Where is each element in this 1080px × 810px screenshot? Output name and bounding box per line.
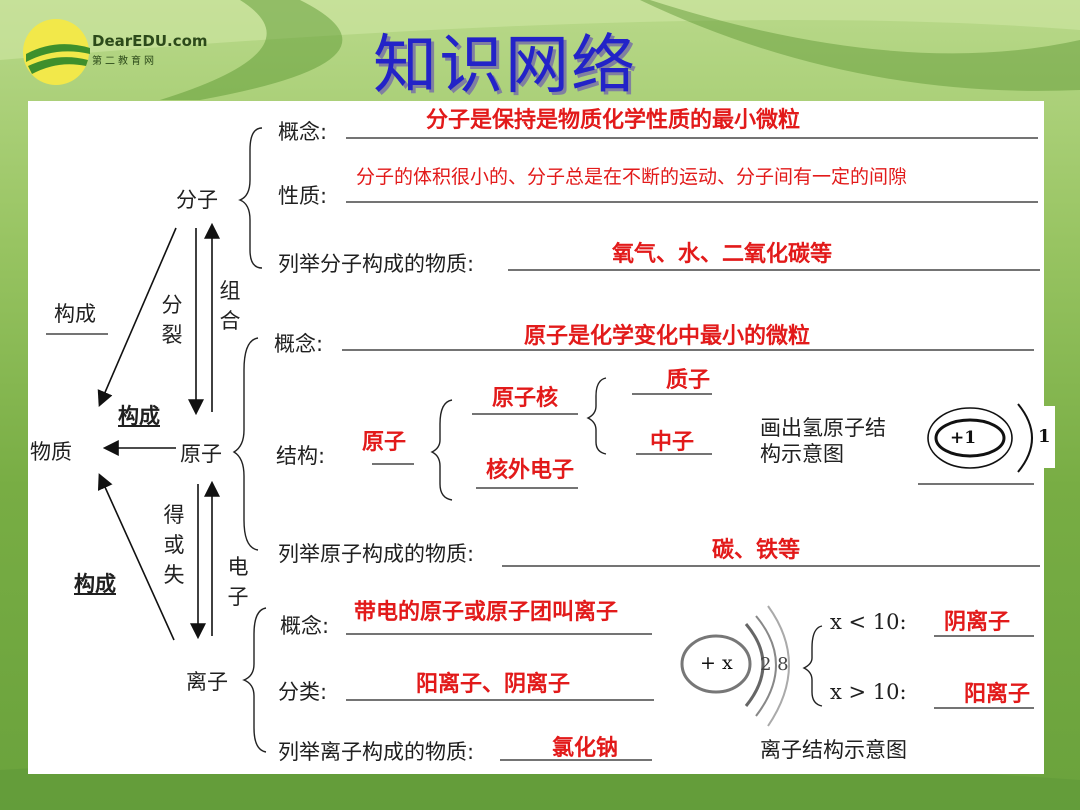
- hydrogen-shell-label: 1: [1038, 426, 1051, 447]
- substance-label: 物质: [30, 440, 72, 464]
- page-title: 知识网络: [373, 29, 637, 103]
- molecule-concept-answer: 分子是保持是物质化学性质的最小微粒: [426, 108, 801, 133]
- hydrogen-hint-line2: 构示意图: [760, 442, 844, 466]
- ion-class-label: 分类:: [278, 680, 328, 704]
- ion-nucleus-label: + x: [700, 652, 733, 674]
- ion-cond-greater: x > 10:: [830, 680, 907, 704]
- ion-class-answer: 阳离子、阴离子: [416, 672, 571, 697]
- compose-label-middle: 构成: [118, 404, 160, 428]
- gain-lose-label: 得或失: [163, 503, 185, 587]
- molecule-concept-label: 概念:: [278, 120, 328, 144]
- atom-concept-label: 概念:: [274, 332, 324, 356]
- ion-concept-answer: 带电的原子或原子团叫离子: [354, 600, 619, 625]
- ion-cond-less: x < 10:: [830, 610, 907, 634]
- atom-structure-answer: 原子: [362, 430, 407, 455]
- ion-cond-less-answer: 阴离子: [944, 610, 1011, 635]
- ion-shells-label: 2 8: [760, 654, 789, 675]
- molecule-property-label: 性质:: [278, 184, 328, 208]
- hydrogen-nucleus-label: +1: [950, 428, 977, 448]
- ion-concept-label: 概念:: [280, 614, 330, 638]
- logo-subtitle: 第二教育网: [92, 56, 157, 67]
- compose-label-top: 构成: [54, 302, 96, 326]
- hydrogen-hint-line1: 画出氢原子结: [760, 416, 886, 440]
- split-label: 分裂: [161, 293, 183, 347]
- ion-diagram-caption: 离子结构示意图: [760, 738, 907, 762]
- compose-label-bottom: 构成: [74, 572, 116, 596]
- ion-examples-label: 列举离子构成的物质:: [278, 740, 475, 764]
- logo-brand: DearEDU.com: [92, 32, 208, 50]
- logo-emblem-icon: [23, 19, 90, 85]
- atom-proton: 质子: [666, 368, 711, 393]
- atom-structure-label: 结构:: [276, 444, 326, 468]
- electron-label: 电子: [227, 555, 249, 609]
- atom-nucleus: 原子核: [492, 386, 559, 411]
- content-panel: [28, 101, 1044, 774]
- atom-neutron: 中子: [650, 430, 695, 455]
- atom-label: 原子: [180, 442, 222, 466]
- combine-label: 组合: [219, 279, 241, 333]
- ion-cond-greater-answer: 阳离子: [964, 682, 1031, 707]
- molecule-label: 分子: [176, 188, 218, 212]
- molecule-examples-answer: 氧气、水、二氧化碳等: [612, 242, 833, 267]
- atom-examples-answer: 碳、铁等: [712, 538, 801, 563]
- logo: [20, 18, 220, 88]
- ion-examples-answer: 氯化钠: [552, 736, 619, 761]
- atom-concept-answer: 原子是化学变化中最小的微粒: [524, 324, 811, 349]
- molecule-property-answer: 分子的体积很小的、分子总是在不断的运动、分子间有一定的间隙: [356, 166, 908, 188]
- atom-electrons: 核外电子: [486, 458, 575, 483]
- ion-label: 离子: [186, 670, 228, 694]
- molecule-examples-label: 列举分子构成的物质:: [278, 252, 475, 276]
- atom-examples-label: 列举原子构成的物质:: [278, 542, 475, 566]
